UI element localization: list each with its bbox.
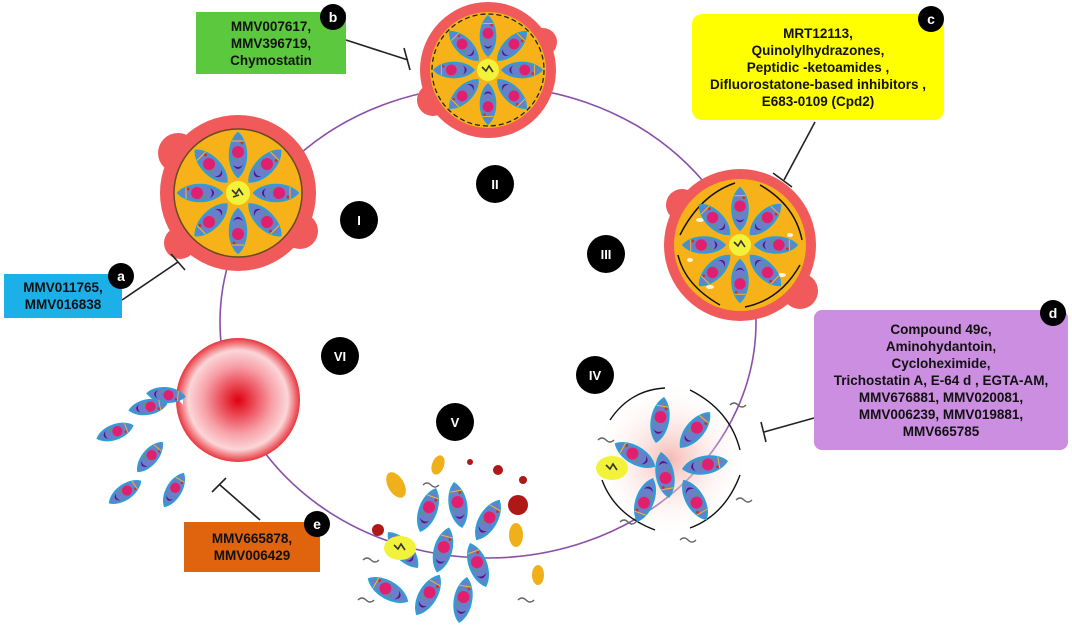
stage-iii-schizont bbox=[664, 169, 818, 321]
stage-marker-ii: II bbox=[476, 165, 514, 203]
inhibitor-line-d bbox=[763, 417, 815, 433]
inhibitor-badge-e: e bbox=[304, 511, 330, 537]
stage-marker-iii: III bbox=[587, 235, 625, 273]
inhibitor-badge-c: c bbox=[918, 6, 944, 32]
stage-marker-v: V bbox=[436, 403, 474, 441]
inhibitor-text-e: MMV665878, MMV006429 bbox=[211, 531, 293, 563]
inhibitor-line-e bbox=[219, 484, 261, 521]
stage-marker-vi: VI bbox=[321, 337, 359, 375]
stage-marker-iv: IV bbox=[576, 356, 614, 394]
stage-ii-schizont bbox=[417, 2, 557, 138]
inhibitor-badge-b: b bbox=[320, 4, 346, 30]
stage-marker-i: I bbox=[340, 201, 378, 239]
stage-iv-rupture bbox=[592, 382, 753, 543]
inhibitor-text-b: MMV007617, MMV396719, Chymostatin bbox=[230, 18, 312, 68]
inhibitor-box-c: MRT12113, Quinolylhydrazones, Peptidic -… bbox=[692, 14, 944, 120]
inhibitor-box-d: Compound 49c, Aminohydantoin, Cyclohexim… bbox=[814, 310, 1068, 450]
inhibitor-badge-a: a bbox=[108, 263, 134, 289]
inhibitor-badge-d: d bbox=[1040, 300, 1066, 326]
inhibitor-text-a: MMV011765, MMV016838 bbox=[23, 280, 103, 312]
stage-vi-invasion bbox=[94, 338, 300, 511]
inhibitor-line-c bbox=[783, 121, 816, 181]
inhibitor-box-e: MMV665878, MMV006429 bbox=[184, 522, 320, 572]
inhibitor-text-c: MRT12113, Quinolylhydrazones, Peptidic -… bbox=[709, 25, 926, 109]
inhibitor-text-d: Compound 49c, Aminohydantoin, Cyclohexim… bbox=[833, 321, 1049, 439]
inhibitor-box-a: MMV011765, MMV016838 bbox=[4, 274, 122, 318]
inhibitor-line-a bbox=[121, 261, 179, 301]
stage-v-egress bbox=[357, 455, 544, 625]
inhibitor-line-b bbox=[345, 39, 409, 61]
stage-i-schizont bbox=[158, 115, 318, 271]
